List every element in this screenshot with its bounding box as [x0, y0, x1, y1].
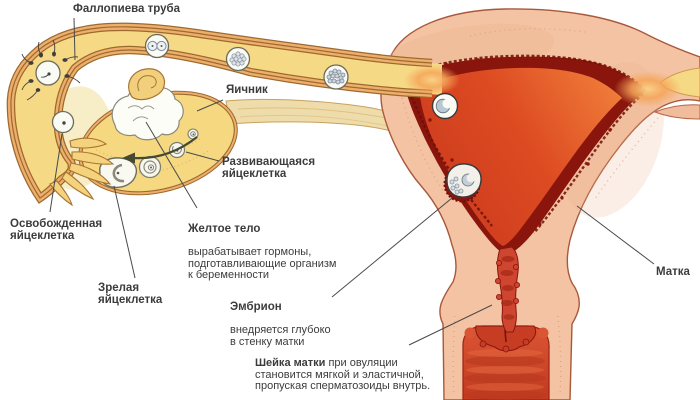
- leader-mature-egg: [113, 185, 136, 279]
- cervix-description: при овуляции становится мягкой и эластич…: [255, 357, 431, 392]
- ovarian-ligament-shape: [225, 98, 427, 145]
- corpus-luteum-description: вырабатывает гормоны, подготавливающие о…: [188, 246, 337, 281]
- label-released-egg: Освобожденная яйцеклетка: [10, 218, 103, 242]
- label-uterus: Матка: [656, 266, 690, 278]
- fertilized-egg-with-sperm: [21, 39, 81, 101]
- fimbriae-shape: [49, 137, 115, 207]
- ovulation-direction-arrow: [122, 136, 198, 164]
- leader-released-egg: [49, 133, 63, 213]
- uterine-cavity-shape: [403, 54, 648, 256]
- cervix-title: Шейка матки: [255, 357, 326, 369]
- leader-developing-egg: [185, 151, 220, 162]
- ligament-curl: [128, 68, 166, 101]
- label-corpus-luteum: Желтое тело вырабатывает гормоны, подгот…: [188, 211, 337, 294]
- leader-uterus: [576, 205, 655, 265]
- leader-cervix: [408, 304, 493, 346]
- blastocyst-shape: [431, 92, 459, 120]
- label-developing-egg: Развивающаяся яйцеклетка: [222, 156, 316, 180]
- implanting-embryo-shape: [443, 163, 482, 203]
- leader-corpus-luteum: [145, 121, 198, 209]
- embryo-title: Эмбрион: [230, 301, 282, 313]
- leader-lines: [49, 17, 655, 346]
- corpus-luteum-shape: [111, 86, 184, 141]
- tube-junction-glows: [404, 65, 682, 107]
- morula-stage-1: [225, 46, 251, 72]
- mature-egg-shape: [99, 157, 138, 189]
- label-ovary: Яичник: [226, 84, 268, 96]
- label-embryo: Эмбрион внедряется глубоко в стенку матк…: [230, 289, 331, 360]
- corpus-luteum-title: Желтое тело: [188, 223, 261, 235]
- leader-fallopian-tube: [73, 17, 76, 61]
- leader-ovary: [196, 99, 224, 112]
- label-cervix: Шейка матки при овуляции становится мягк…: [255, 357, 440, 393]
- two-cell-stage: [144, 33, 170, 59]
- label-mature-egg: Зрелая яйцеклетка: [98, 282, 163, 306]
- embryo-description: внедряется глубоко в стенку матки: [230, 324, 331, 348]
- leader-embryo: [331, 197, 453, 298]
- released-egg-shape: [51, 110, 75, 134]
- cervical-canal-shape: [494, 246, 521, 343]
- morula-stage-2: [323, 64, 349, 90]
- label-fallopian-tube: Фаллопиева труба: [73, 3, 181, 15]
